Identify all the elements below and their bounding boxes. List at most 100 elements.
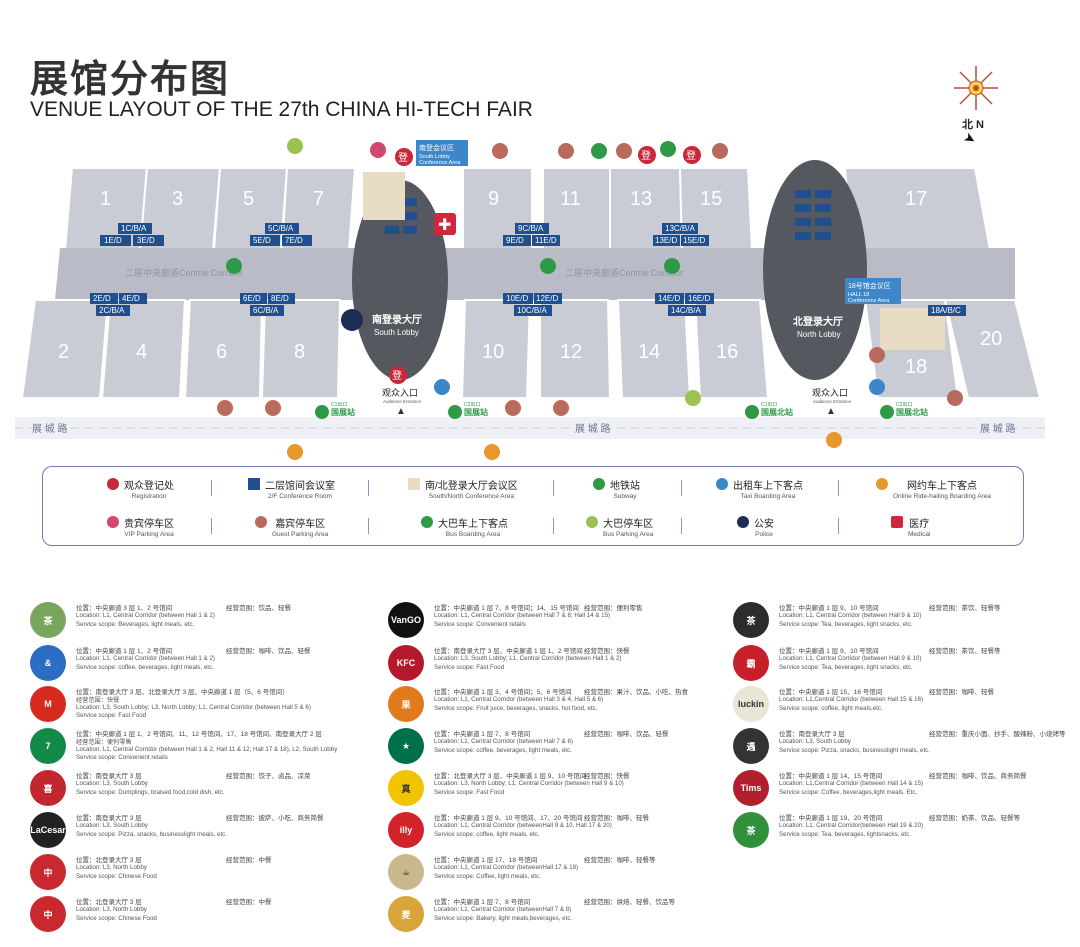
hall-number-17: 17 xyxy=(905,188,927,210)
taxi-icon xyxy=(434,379,450,395)
guest-parking-icon xyxy=(255,516,267,528)
vendor-logo-icon: 真 xyxy=(388,770,424,806)
vendor-scope-en: Service scope: Tea, beverages, light sna… xyxy=(779,621,913,628)
hall-6 xyxy=(183,299,264,399)
vendor-logo-icon: 茶 xyxy=(733,812,769,848)
south-conf-en2: Conference Area xyxy=(419,160,461,166)
vip-parking-icon xyxy=(370,142,386,158)
vendor-logo-icon: ☕ xyxy=(388,854,424,890)
ride-hailing-icon xyxy=(876,478,888,490)
south-lobby-en: South Lobby xyxy=(374,328,419,337)
vendor-scope-en: Service scope: coffee, light meals,etc. xyxy=(779,705,883,712)
registration-marker-3: 登 xyxy=(683,146,701,164)
ride-hailing-icon xyxy=(287,444,303,460)
hall-number-2: 2 xyxy=(58,341,69,363)
entrance-north-cn: 观众入口 xyxy=(812,388,848,398)
room-2ed: 2E/D xyxy=(93,294,111,303)
vendor-scope-cn: 经营范围：咖啡、轻餐 xyxy=(929,689,994,696)
hall-20 xyxy=(943,299,1042,399)
registration-marker-4: 登 xyxy=(389,366,407,384)
vendor-logo-icon: luckin xyxy=(733,686,769,722)
vendor-scope-en: Service scope: Dumplings, braised food,c… xyxy=(76,789,225,796)
entrance-south-en: Audience Entrance xyxy=(383,399,422,404)
vendor-location-en: Location: L1, Central Corridor (between … xyxy=(779,655,922,662)
hall-number-8: 8 xyxy=(294,341,305,363)
vendor-scope-cn: 经营范围：奶茶、饮品、轻餐等 xyxy=(929,815,1020,822)
room-5ed: 5E/D xyxy=(253,236,271,245)
hall-number-10: 10 xyxy=(482,341,504,363)
police-icon xyxy=(341,309,363,331)
vendor-scope-en: Service scope: Convenient retails xyxy=(76,754,168,761)
vendor-scope-cn: 经营范围：咖啡、饮品、商务简餐 xyxy=(929,773,1027,780)
hall18-conference-label-box xyxy=(845,278,901,304)
guest-parking-icon xyxy=(553,400,569,416)
svg-text:C2出口: C2出口 xyxy=(896,401,912,408)
svg-text:✚: ✚ xyxy=(438,217,451,234)
vendor-location-en: Location: L1, Central Corridor (between … xyxy=(434,612,611,619)
hall18-conf-en2: Conference Area xyxy=(848,298,890,304)
vendor-scope-cn-extra: 经营范围：便利零售 xyxy=(76,739,132,746)
guest-parking-icon xyxy=(947,390,963,406)
vendor-scope-cn: 经营范围：披萨、小吃、商务简餐 xyxy=(226,815,324,822)
vendor-scope-cn: 经营范围：烘焙、轻餐、饮品等 xyxy=(584,899,675,906)
vendor-logo-icon: 中 xyxy=(30,854,66,890)
vendor-logo-icon: M xyxy=(30,686,66,722)
registration-marker-1: 登 xyxy=(395,148,413,166)
vendor-location-cn: 位置：北登录大厅 3 层 xyxy=(76,857,142,864)
vendor-location-en: Location: L1, Central Corridor (between … xyxy=(779,612,922,619)
south-conference-label-box xyxy=(416,140,468,166)
vendor-location-en: Location: L1, Central Corridor (between … xyxy=(76,746,338,753)
entrance-south-cn: 观众入口 xyxy=(382,388,418,398)
room-6cba: 6C/B/A xyxy=(253,306,279,315)
vendor-location-cn: 位置：中央廊道 1 层 17、18 号馆间 xyxy=(434,857,538,864)
svg-text:国展北站: 国展北站 xyxy=(896,407,928,417)
vendor-location-cn: 位置：中央廊道 1 层 14、15 号馆间 xyxy=(779,773,883,780)
room-14ed: 14E/D xyxy=(658,294,680,303)
vendor-logo-icon: 麦 xyxy=(388,896,424,932)
svg-text:国展站: 国展站 xyxy=(331,407,355,417)
guest-parking-icon xyxy=(492,143,508,159)
vendor-location-en: Location: L3, South Lobby; L1, Central C… xyxy=(434,655,622,662)
hall-number-5: 5 xyxy=(243,188,254,210)
svg-text:C1出口: C1出口 xyxy=(331,401,347,408)
subway-icon xyxy=(593,478,605,490)
hall-4 xyxy=(100,299,187,399)
vip-parking-icon xyxy=(107,516,119,528)
hall-number-15: 15 xyxy=(700,188,722,210)
north-lobby-cn: 北登录大厅 xyxy=(793,315,843,328)
hall-number-11: 11 xyxy=(560,188,581,210)
vendor-scope-cn-extra: 经营范围：快餐 xyxy=(76,697,120,704)
corridor-label-right: 二层中央廊道Central Corridor xyxy=(565,267,683,278)
vendor-scope-cn: 经营范围：快餐 xyxy=(584,648,630,655)
meeting-point-icon xyxy=(226,258,242,274)
vendor-scope-cn: 经营范围：重庆小面、抄手、酸辣粉、小烧烤等 xyxy=(929,731,1066,738)
north-lobby-en: North Lobby xyxy=(797,330,841,339)
room-1cba: 1C/B/A xyxy=(121,224,147,233)
vendor-location-cn: 位置：北登录大厅 3 层、中央廊道 1 层 9、10 号馆间 xyxy=(434,773,587,780)
road-label-left: 展 城 路 xyxy=(32,422,68,435)
vendor-location-cn: 位置：中央廊道 1 层 1、2 号馆间 xyxy=(76,648,173,655)
vendor-scope-en: Service scope: Coffee, light meals, etc. xyxy=(434,873,541,880)
guest-parking-icon xyxy=(869,347,885,363)
hall-12 xyxy=(539,299,612,399)
guest-parking-icon xyxy=(616,143,632,159)
conference-area-icon xyxy=(408,478,420,490)
compass-icon xyxy=(954,66,998,110)
vendor-scope-en: Service scope: Fruit juice, beverages, s… xyxy=(434,705,598,712)
vendor-location-en: Location: L3, South Lobby; L3, North Lob… xyxy=(76,704,311,711)
vendor-logo-icon: Tims xyxy=(733,770,769,806)
vendor-scope-en: Service scope: Tea, beverages, light sna… xyxy=(779,664,913,671)
vendor-logo-icon: 茶 xyxy=(30,602,66,638)
guest-parking-icon xyxy=(505,400,521,416)
room-12ed: 12E/D xyxy=(536,294,558,303)
